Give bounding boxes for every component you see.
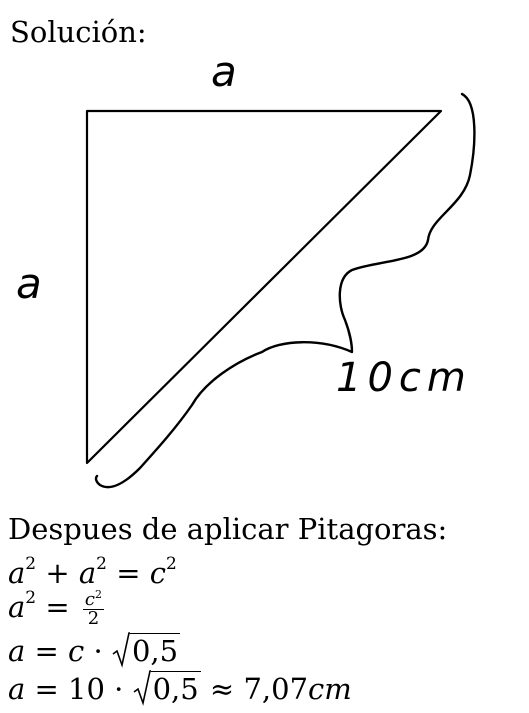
- solution-heading: Solución:: [10, 15, 147, 49]
- triangle-outline: [85, 109, 443, 465]
- equation-3: a = c · 0,5: [8, 632, 181, 668]
- hypotenuse-label: 10cm: [336, 355, 472, 401]
- square-root: 0,5: [133, 670, 201, 706]
- equation-4: a = 10 · 0,5 ≈ 7,07cm: [8, 670, 352, 706]
- left-side-label: a: [16, 259, 42, 308]
- hypotenuse-brace: [94, 92, 476, 489]
- square-root: 0,5: [112, 632, 181, 668]
- radical-sign-icon: [112, 632, 130, 668]
- triangle-figure: a a 10cm: [16, 47, 476, 489]
- equation-1: a2 + a2 = c2: [8, 554, 177, 591]
- top-side-label: a: [211, 47, 237, 96]
- radical-sign-icon: [133, 670, 151, 706]
- explanation-intro: Despues de aplicar Pitagoras:: [8, 512, 448, 546]
